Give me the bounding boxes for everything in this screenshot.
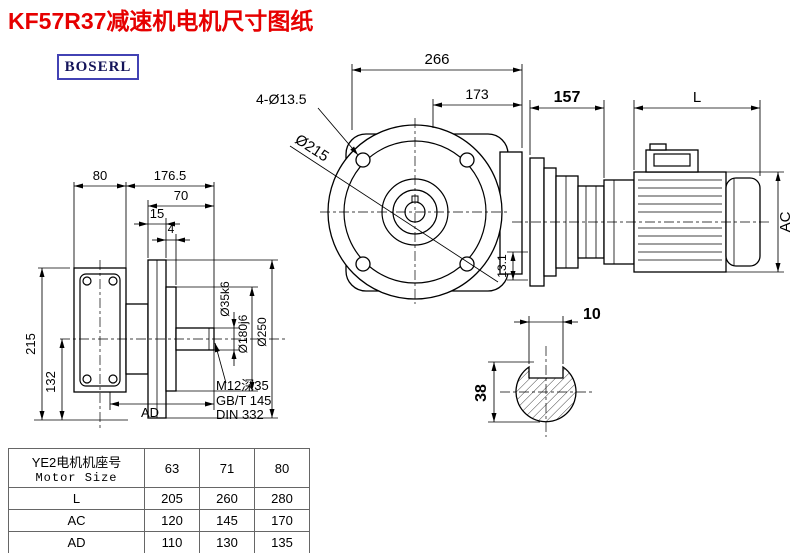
dim-shaft-dia-label: Ø35k6 <box>218 281 232 317</box>
table-row: AC 120 145 170 <box>8 509 310 532</box>
size-column-71: 71 <box>199 448 255 488</box>
table-header-en: Motor Size <box>35 470 118 485</box>
dim-housing-width-label: AD <box>141 405 159 420</box>
front-view-dimensions <box>289 64 523 283</box>
motor-size-table: YE2电机机座号 Motor Size 63 71 80 L 205 260 2… <box>8 448 310 553</box>
value-AD-80: 135 <box>254 531 310 553</box>
shaft-section-view: 10 38 <box>473 306 601 437</box>
table-row: L 205 260 280 <box>8 487 310 510</box>
bolt-hole <box>355 256 371 272</box>
cover-bolt <box>82 374 92 384</box>
dim-bolt-holes-label: 4-Ø13.5 <box>256 91 307 107</box>
motor-fins <box>638 179 722 261</box>
cover-bolt <box>108 374 118 384</box>
row-label-AD: AD <box>8 531 145 553</box>
dim-key-width-label: 10 <box>583 306 601 323</box>
tap-note-label: M12深35 <box>216 378 269 393</box>
gearbox-side-view: 80 176.5 70 15 4 215 132 AD Ø35k6 Ø180j6… <box>23 168 288 428</box>
terminal-box-lid <box>653 153 691 167</box>
dim-flange-thickness-label: 15 <box>150 206 164 221</box>
cover-bolt <box>82 276 92 286</box>
dim-shaft-height-label: 132 <box>43 371 58 393</box>
dim-overall-height-label: 215 <box>23 333 38 355</box>
dim-section-dia-label: 38 <box>473 384 490 402</box>
dim-spigot-dia-label: Ø180j6 <box>236 314 250 353</box>
bolt-hole <box>355 152 371 168</box>
dim-flange-step-label: 13.1 <box>495 254 509 278</box>
dim-gear-length-label: 157 <box>554 89 581 106</box>
value-AC-80: 170 <box>254 509 310 532</box>
dim-overall-width-label: 266 <box>424 51 449 68</box>
dim-shaft-extension-label: 70 <box>174 188 188 203</box>
brand-logo: BOSERL <box>57 54 139 80</box>
motor-view-dimensions <box>507 100 784 281</box>
value-AD-63: 110 <box>144 531 200 553</box>
bolt-hole <box>459 152 475 168</box>
dim-flange-face-label: 173 <box>465 86 489 102</box>
value-AD-71: 130 <box>199 531 255 553</box>
shaft-cross-section <box>515 365 577 423</box>
front-view: 266 173 4-Ø13.5 Ø215 <box>256 51 523 304</box>
dim-total-length-label: 176.5 <box>154 168 187 183</box>
dim-motor-dia-label: AC <box>777 211 794 232</box>
dim-housing-depth-label: 80 <box>93 168 107 183</box>
dim-motor-length-label: L <box>693 89 701 106</box>
std-note2-label: DIN 332 <box>216 407 264 422</box>
value-L-80: 280 <box>254 487 310 510</box>
size-column-80: 80 <box>254 448 310 488</box>
value-AC-63: 120 <box>144 509 200 532</box>
size-column-63: 63 <box>144 448 200 488</box>
shaft-section-dimensions <box>488 316 578 423</box>
std-note1-label: GB/T 145 <box>216 393 271 408</box>
value-L-63: 205 <box>144 487 200 510</box>
table-row: AD 110 130 135 <box>8 531 310 553</box>
value-L-71: 260 <box>199 487 255 510</box>
table-header-row: YE2电机机座号 Motor Size 63 71 80 <box>8 448 310 488</box>
row-label-L: L <box>8 487 145 510</box>
row-label-AC: AC <box>8 509 145 532</box>
bolt-hole <box>459 256 475 272</box>
motor-side-view: 157 L AC 13.1 <box>495 89 794 287</box>
dim-flange-dia-label: Ø250 <box>255 317 269 347</box>
table-header-cell: YE2电机机座号 Motor Size <box>8 448 145 488</box>
cover-bolt <box>108 276 118 286</box>
dim-spigot-depth-label: 4 <box>168 222 175 236</box>
cable-gland <box>649 143 667 151</box>
value-AC-71: 145 <box>199 509 255 532</box>
side-view-dimensions <box>38 182 278 420</box>
table-header-cn: YE2电机机座号 <box>31 454 122 470</box>
page-title: KF57R37减速机电机尺寸图纸 <box>8 8 314 34</box>
